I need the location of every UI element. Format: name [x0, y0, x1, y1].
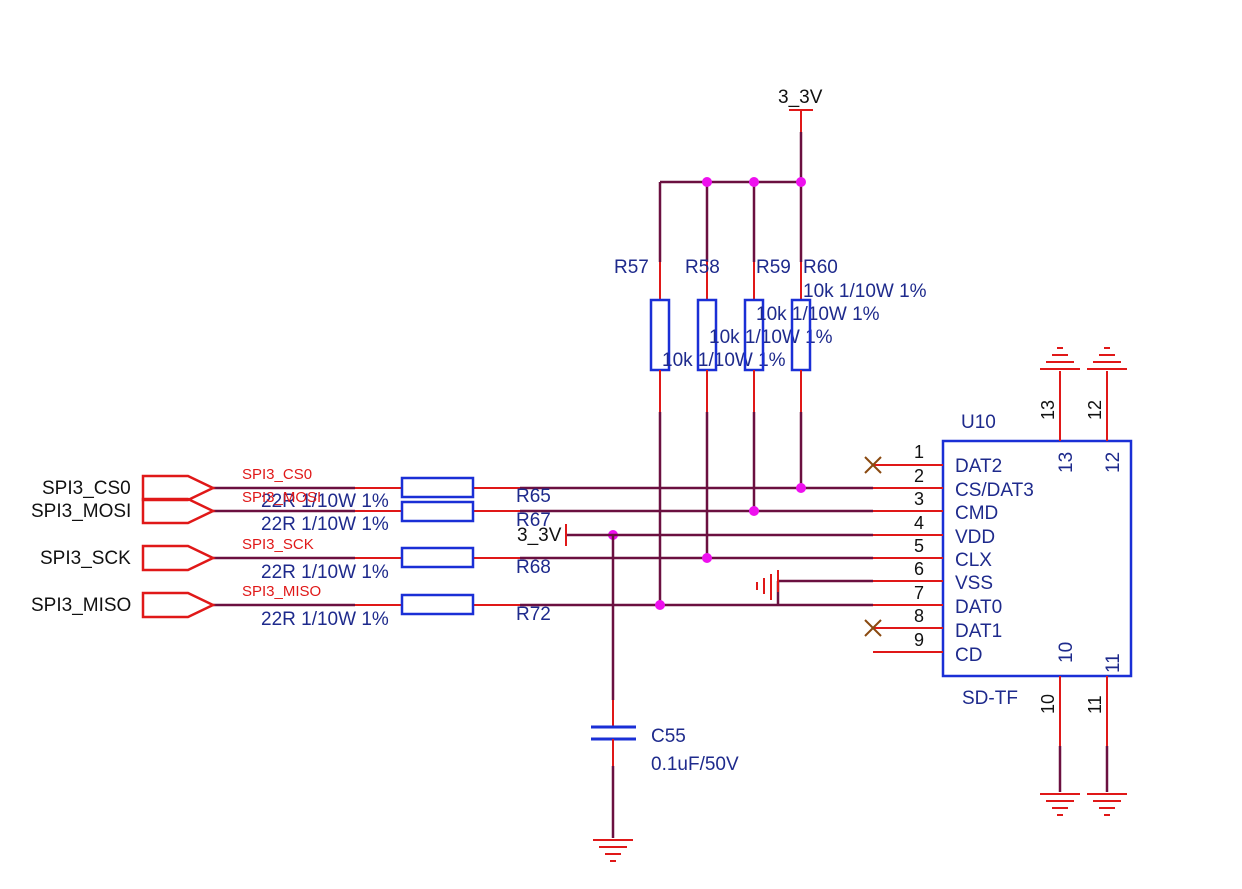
- ground-symbol-shield-bottom: [1040, 793, 1127, 816]
- net-junctions: [608, 483, 806, 610]
- pin-name: CD: [955, 645, 982, 666]
- shield-pin-number: 11: [1085, 695, 1105, 714]
- pullup-bus: [658, 132, 803, 262]
- r65-value: 22R 1/10W 1%: [261, 491, 389, 512]
- vdd-net: 3_3V: [517, 524, 873, 700]
- r72-ref: R72: [516, 604, 551, 625]
- pin-number: 9: [914, 630, 924, 650]
- no-connect-mark: [864, 456, 882, 637]
- power-net-label: 3_3V: [778, 87, 823, 108]
- port-spi3-sck: SPI3_SCK: [40, 544, 216, 572]
- pin-number: 6: [914, 559, 924, 579]
- capacitor-c55: C55 0.1uF/50V: [591, 700, 739, 838]
- r59-value: 10k 1/10W 1%: [756, 304, 880, 325]
- pin-number: 4: [914, 513, 924, 533]
- shield-pin-number: 10: [1038, 694, 1058, 714]
- c55-ref: C55: [651, 726, 686, 747]
- pin-number: 1: [914, 442, 924, 462]
- pin-number: 7: [914, 583, 924, 603]
- series-resistor-r68: R68 22R 1/10W 1%: [261, 546, 551, 583]
- net-label-miso: SPI3_MISO: [242, 583, 321, 600]
- c55-value: 0.1uF/50V: [651, 754, 739, 775]
- port-spi3-mosi: SPI3_MOSI: [31, 497, 216, 525]
- ground-symbol-shield-top: [1040, 347, 1127, 370]
- ground-symbol-vss: [756, 570, 873, 605]
- vdd-power-label: 3_3V: [517, 525, 562, 546]
- power-symbol-top: 3_3V: [778, 87, 823, 132]
- port-label-cs0: SPI3_CS0: [42, 478, 131, 499]
- shield-pin-name: 13: [1056, 452, 1077, 473]
- u10-part: SD-TF: [962, 688, 1018, 709]
- r58-value: 10k 1/10W 1%: [709, 327, 833, 348]
- signal-nets: [213, 486, 873, 607]
- series-resistor-leads: [355, 487, 520, 606]
- pullup-resistor-r60: R60 10k 1/10W 1%: [790, 257, 927, 412]
- pin-name: CS/DAT3: [955, 480, 1034, 501]
- pin-name: CMD: [955, 503, 998, 524]
- r68-ref: R68: [516, 557, 551, 578]
- pin-number: 5: [914, 536, 924, 556]
- r67-value: 22R 1/10W 1%: [261, 514, 389, 535]
- pin-name: DAT0: [955, 597, 1002, 618]
- r68-value: 22R 1/10W 1%: [261, 562, 389, 583]
- r60-ref: R60: [803, 257, 838, 278]
- net-label-mosi: SPI3_MOSI: [242, 489, 321, 506]
- shield-pin-number: 13: [1038, 400, 1058, 420]
- ground-symbol-c55: [593, 839, 633, 862]
- pin-number: 2: [914, 466, 924, 486]
- pin-number: 3: [914, 489, 924, 509]
- r72-value: 22R 1/10W 1%: [261, 609, 389, 630]
- r60-value: 10k 1/10W 1%: [803, 281, 927, 302]
- pin-name: DAT2: [955, 456, 1002, 477]
- r57-ref: R57: [614, 257, 649, 278]
- connector-u10: U10 SD-TF 1 2 3 4 5 6 7 8 9 DAT2: [864, 371, 1133, 792]
- series-resistor-r67: R67 22R 1/10W 1%: [261, 500, 551, 535]
- port-spi3-miso: SPI3_MISO: [31, 591, 216, 619]
- shield-pin-name: 12: [1103, 452, 1124, 473]
- series-resistor-r65: R65 22R 1/10W 1%: [261, 476, 551, 512]
- pullup-resistor-r57: R57 10k 1/10W 1%: [614, 257, 786, 412]
- r57-value: 10k 1/10W 1%: [662, 350, 786, 371]
- pin-name: CLX: [955, 550, 992, 571]
- pullup-resistor-r59: R59 10k 1/10W 1%: [743, 257, 880, 412]
- shield-pin-name: 10: [1056, 642, 1077, 663]
- pin-name: DAT1: [955, 621, 1002, 642]
- pin-name: VSS: [955, 573, 993, 594]
- pullup-bus-junctions: [702, 177, 806, 187]
- shield-pin-number: 12: [1085, 400, 1105, 420]
- port-label-sck: SPI3_SCK: [40, 548, 131, 569]
- pullup-resistor-r58: R58 10k 1/10W 1%: [685, 257, 833, 412]
- port-label-miso: SPI3_MISO: [31, 595, 131, 616]
- r67-ref: R67: [516, 510, 551, 531]
- net-label-sck: SPI3_SCK: [242, 536, 314, 553]
- shield-pin-name: 11: [1103, 653, 1124, 673]
- u10-ref: U10: [961, 412, 996, 433]
- port-label-mosi: SPI3_MOSI: [31, 501, 131, 522]
- port-spi3-cs0: SPI3_CS0: [42, 474, 216, 502]
- net-label-cs0: SPI3_CS0: [242, 466, 312, 483]
- r65-ref: R65: [516, 486, 551, 507]
- pin-name: VDD: [955, 527, 995, 548]
- series-resistor-r72: R72 22R 1/10W 1%: [261, 593, 551, 630]
- r59-ref: R59: [756, 257, 791, 278]
- pullup-drops: [658, 412, 803, 605]
- r58-ref: R58: [685, 257, 720, 278]
- pin-number: 8: [914, 606, 924, 626]
